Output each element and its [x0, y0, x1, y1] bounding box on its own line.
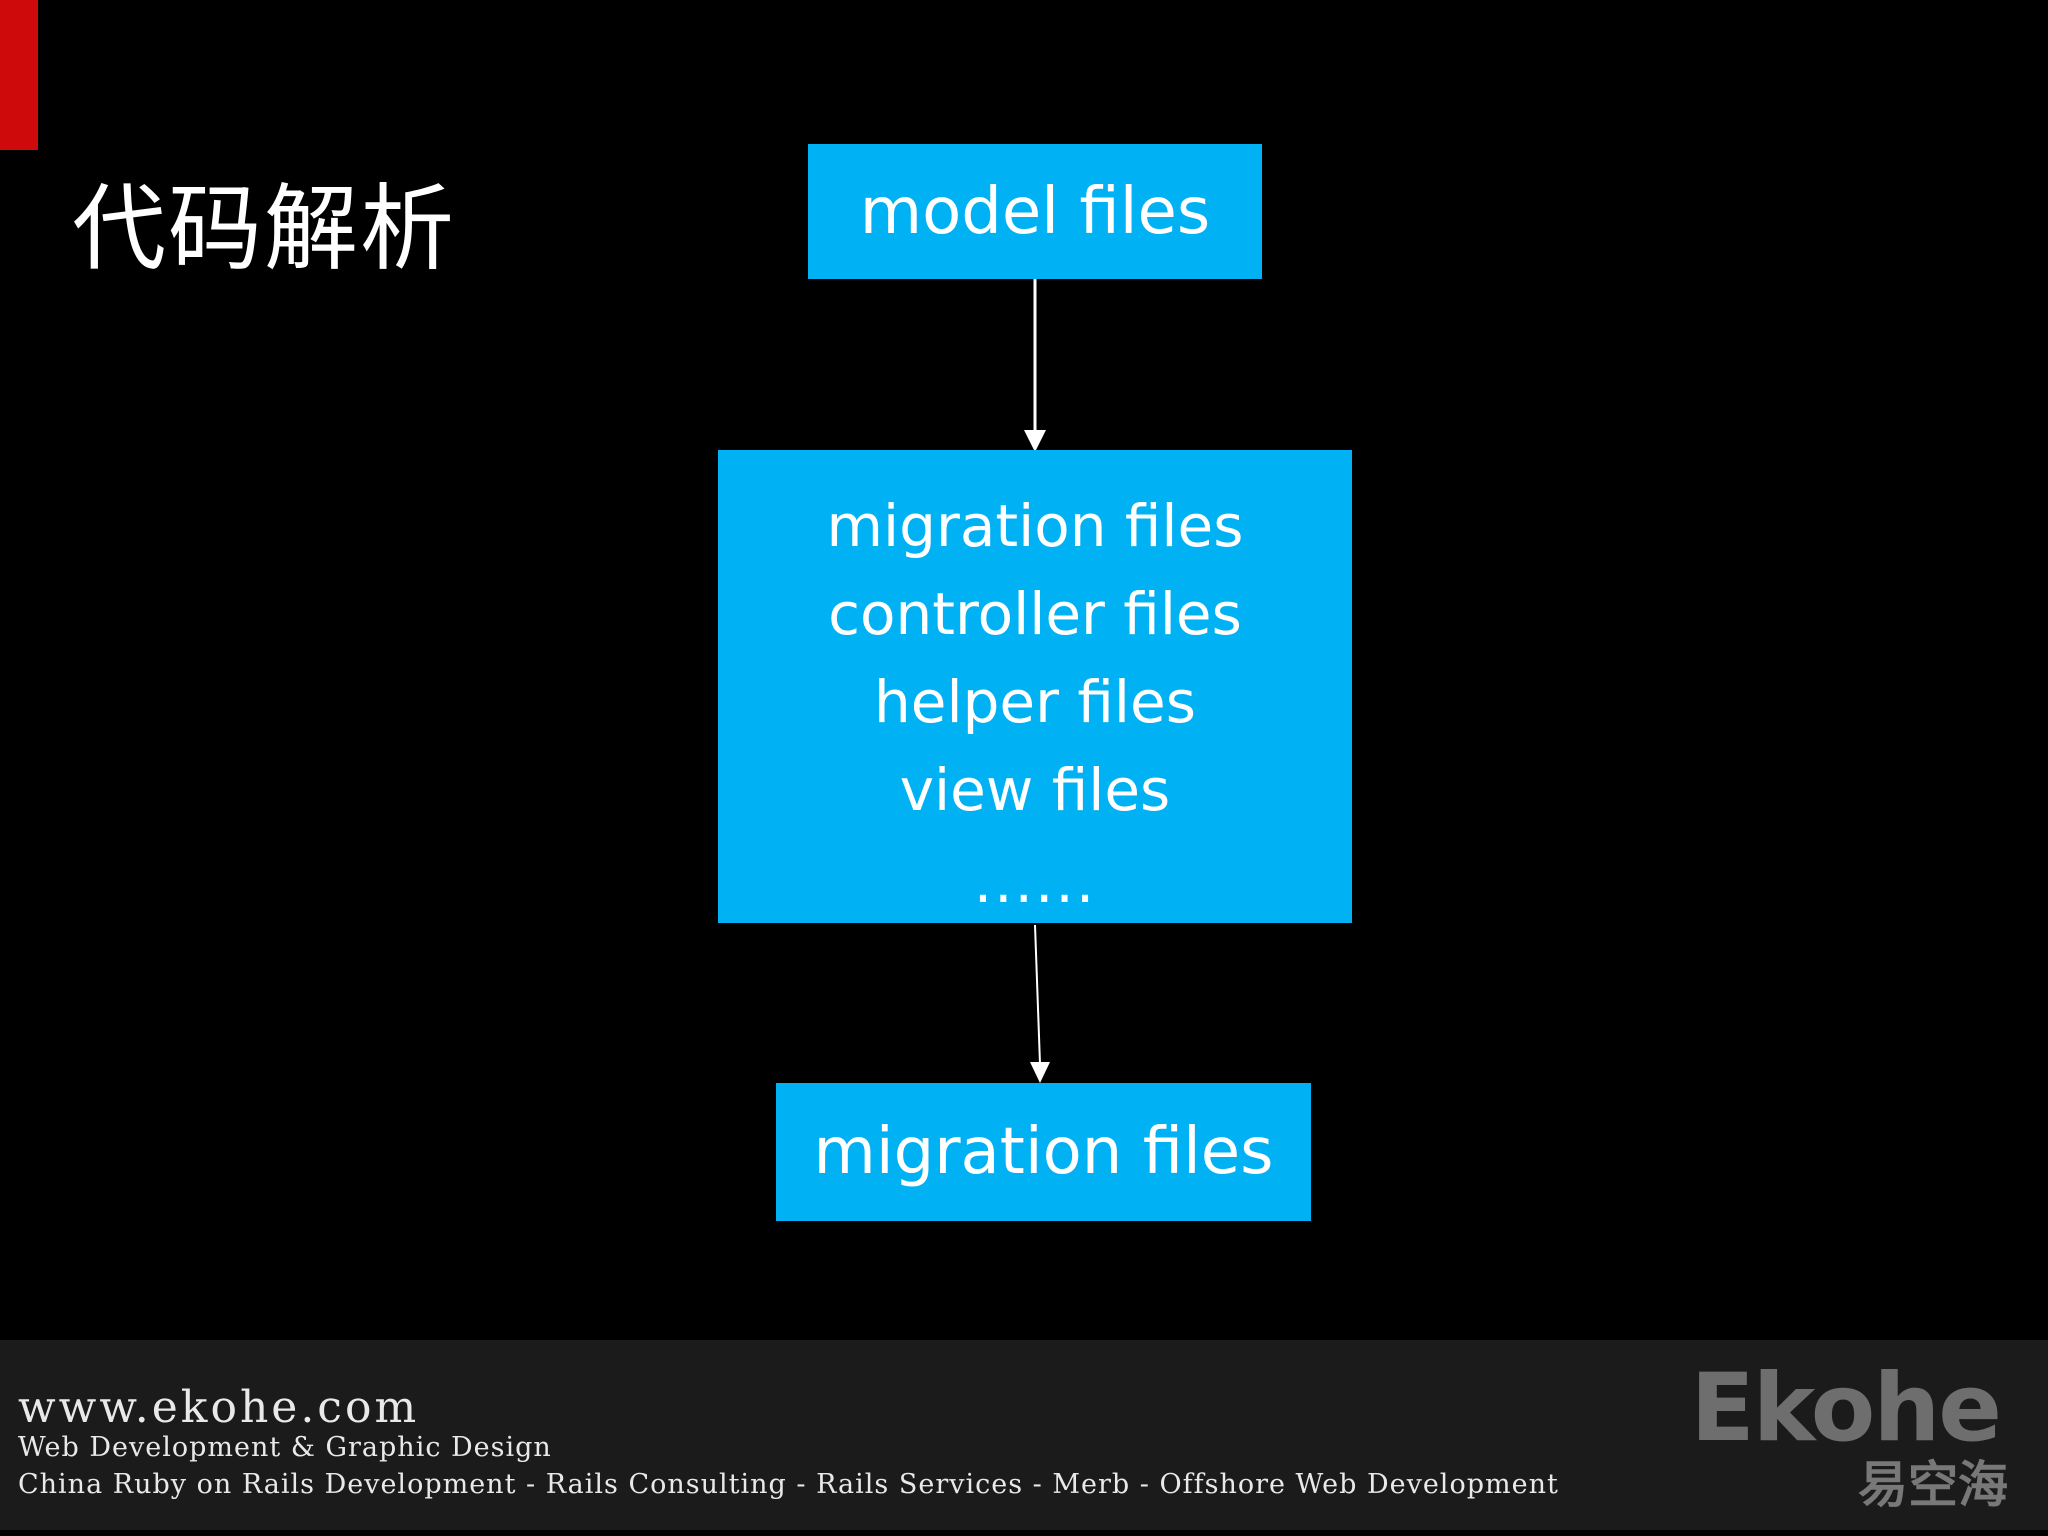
ekohe-logo: Ekohe 易空海	[1690, 1354, 2008, 1514]
slide-title: 代码解析	[72, 175, 457, 284]
footer-services: China Ruby on Rails Development - Rails …	[18, 1469, 1559, 1500]
arrow-middle-to-bottom	[1030, 924, 1050, 1083]
generated-files-box: migration files controller files helper …	[718, 450, 1352, 923]
model-files-label: model files	[859, 174, 1211, 249]
footer-tagline: Web Development & Graphic Design	[18, 1432, 552, 1463]
middle-box-line: controller files	[828, 580, 1242, 648]
middle-box-line: migration files	[826, 492, 1244, 560]
footer-url: www.ekohe.com	[18, 1382, 420, 1433]
migration-files-box: migration files	[776, 1083, 1311, 1221]
middle-box-line: helper files	[874, 668, 1196, 736]
middle-box-ellipsis: ......	[973, 848, 1097, 916]
middle-box-line: view files	[899, 756, 1171, 824]
migration-files-label: migration files	[813, 1115, 1274, 1189]
arrow-top-to-middle	[1024, 279, 1046, 452]
model-files-box: model files	[808, 144, 1262, 279]
accent-bar	[0, 0, 38, 150]
ekohe-logo-wordmark: Ekohe	[1690, 1354, 2002, 1463]
ekohe-logo-cjk: 易空海	[1858, 1456, 2008, 1514]
footer-band: www.ekohe.com Web Development & Graphic …	[0, 1340, 2048, 1530]
